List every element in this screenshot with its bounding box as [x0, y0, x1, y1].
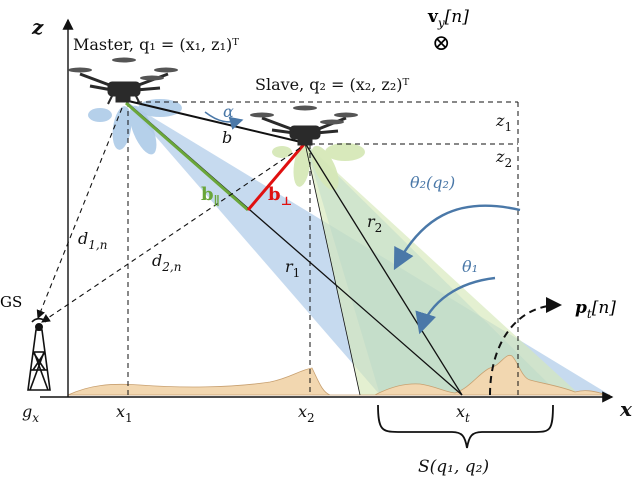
theta2-label: θ₂(q₂): [410, 173, 455, 192]
d2n-label: d2,n: [152, 251, 181, 274]
theta2-arrow: [393, 204, 521, 271]
beam-edge-slave: [304, 142, 361, 396]
gs-label: GS: [0, 293, 22, 311]
range-r2: [304, 142, 463, 396]
alpha-label: α: [223, 102, 234, 121]
slave-drone-icon: [250, 105, 358, 146]
slave-label: Slave, q₂ = (x₂, z₂)ᵀ: [255, 75, 409, 94]
reference-lines: [127, 101, 519, 395]
footprint-brace: [377, 404, 554, 449]
gs-link-d2: [41, 147, 301, 323]
b-perp-label: b⊥: [268, 184, 292, 208]
gs-link-d1: [36, 107, 123, 320]
x-axis-label: x: [619, 397, 633, 421]
b-parallel-label: b∥: [201, 184, 220, 208]
gx-label: gx: [22, 402, 39, 425]
z2-label: z2: [495, 147, 512, 170]
b-perp-vector: [246, 142, 307, 211]
slave-beam: [305, 143, 580, 395]
target-trajectory-arrow: [489, 297, 562, 396]
baseline-b-label: b: [222, 128, 232, 147]
beam-overlap: [305, 143, 560, 395]
velocity-into-page-icon: ⊗: [432, 31, 450, 56]
footprint-label: S(q₁, q₂): [418, 457, 489, 477]
velocity-label: vy[n]: [427, 7, 469, 30]
ground-station-tower: [27, 317, 51, 391]
x1-label: x1: [116, 402, 133, 425]
xt-label: xt: [456, 402, 470, 425]
terrain: [67, 354, 611, 396]
pt-label: pt[n]: [575, 298, 616, 321]
theta1-arrow: [415, 276, 496, 335]
master-drone-icon: [68, 57, 178, 105]
d1n-label: d1,n: [78, 229, 107, 252]
alpha-arc: [204, 111, 244, 130]
r1-label: r1: [285, 257, 300, 280]
master-label: Master, q₁ = (x₁, z₁)ᵀ: [73, 35, 239, 54]
b-parallel-vector: [125, 101, 249, 212]
z-axis-label: z: [31, 15, 44, 39]
slave-antenna-lobes: [272, 143, 365, 191]
x2-label: x2: [298, 402, 315, 425]
baseline-b: [123, 99, 306, 144]
z1-label: z1: [495, 111, 512, 134]
theta1-label: θ₁: [462, 257, 478, 276]
r2-label: r2: [367, 212, 382, 235]
